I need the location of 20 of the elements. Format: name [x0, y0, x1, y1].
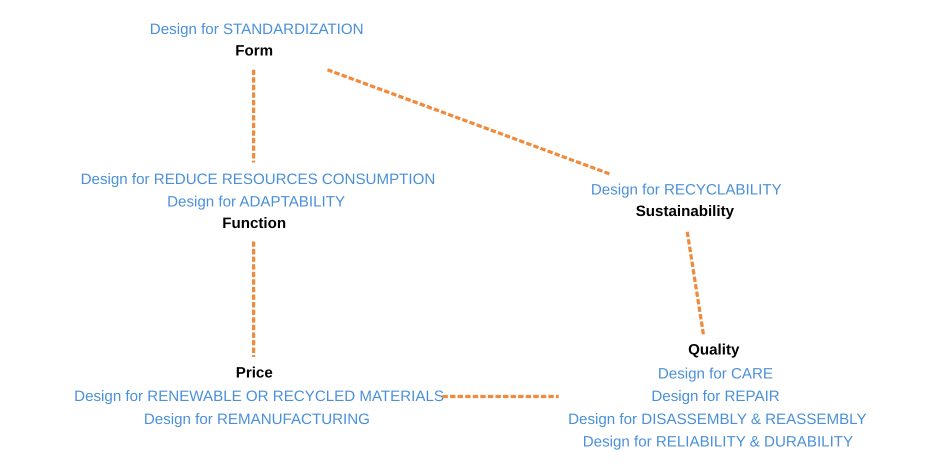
node-label: Design for REDUCE RESOURCES CONSUMPTION — [80, 170, 436, 188]
connector — [252, 69, 256, 162]
node-label: Design for CARE — [658, 364, 774, 382]
node-label: Design for REMANUFACTURING — [144, 410, 370, 428]
node-label: Design for RELIABILITY & DURABILITY — [582, 432, 854, 450]
node-label: Design for ADAPTABILITY — [167, 192, 346, 210]
node-text: Sustainability — [636, 202, 734, 220]
connector — [326, 68, 610, 175]
connector — [685, 229, 705, 334]
node-label: Design for RENEWABLE OR RECYCLED MATERIALS — [74, 388, 444, 405]
connector — [252, 241, 256, 357]
node-text: Price — [236, 364, 273, 381]
node-text: Form — [235, 42, 274, 60]
node-label: Design for RECYCLABILITY — [590, 181, 782, 198]
node-label: Design for REPAIR — [651, 388, 780, 405]
node-label: Design for STANDARDIZATION — [150, 20, 364, 38]
connector — [442, 394, 559, 398]
node-text: Function — [222, 214, 286, 232]
node-text: Quality — [688, 341, 740, 358]
node-label: Design for DISASSEMBLY & REASSEMBLY — [568, 410, 867, 428]
